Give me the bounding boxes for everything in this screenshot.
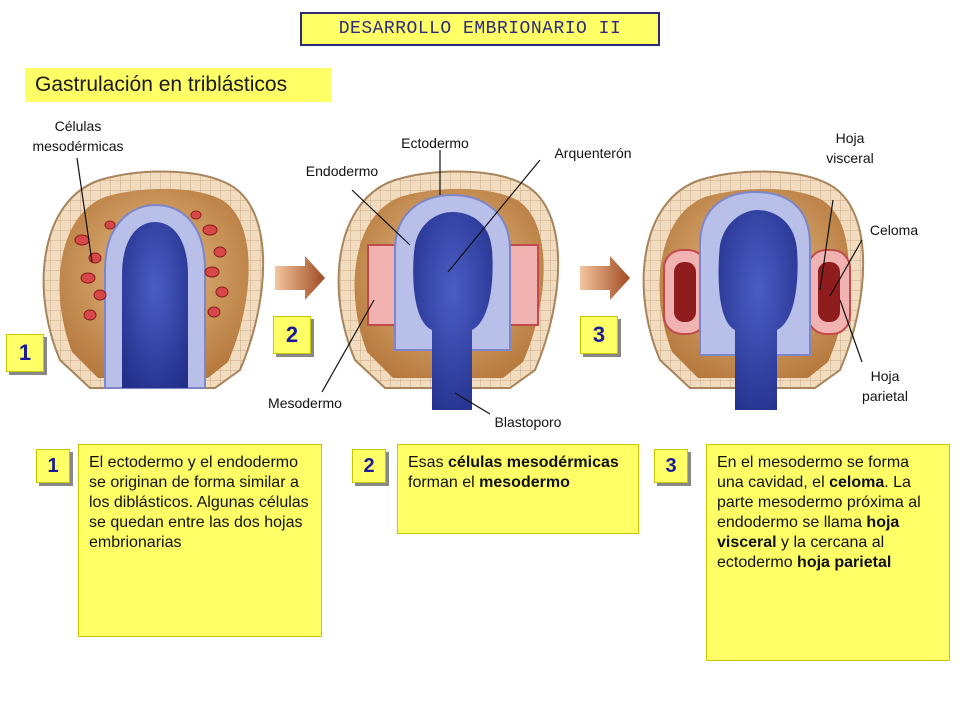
- label-hoja-visceral: Hoja visceral: [800, 128, 900, 168]
- description-box-2: Esas células mesodérmicas forman el meso…: [397, 444, 639, 534]
- text-segment: forman el: [408, 474, 480, 491]
- text-segment-bold: celoma: [829, 474, 885, 491]
- stage-number-2: 2: [273, 316, 311, 354]
- label-arquenteron: Arquenterón: [554, 145, 632, 161]
- label-line: Hoja: [835, 130, 865, 146]
- label-line: parietal: [862, 388, 908, 404]
- mesodermal-cells: [74, 210, 229, 321]
- label-endodermo: Endodermo: [305, 163, 379, 179]
- arrow-icon: [580, 256, 630, 300]
- embryo-stage-2: [321, 150, 560, 415]
- stage-number-3: 3: [580, 316, 618, 354]
- text-segment-bold: hoja parietal: [797, 554, 892, 571]
- description-number-3: 3: [654, 449, 688, 483]
- label-line: mesodérmicas: [32, 138, 124, 154]
- label-ectodermo: Ectodermo: [401, 135, 469, 151]
- text-segment-bold: hoja visceral: [717, 514, 900, 551]
- label-celoma: Celoma: [869, 222, 919, 238]
- text-segment-bold: mesodermo: [479, 474, 570, 491]
- embryo-stage-1: [42, 157, 265, 389]
- label-hoja-parietal: Hoja parietal: [835, 366, 935, 406]
- text-segment: . La parte mesodermo próxima al endoderm…: [717, 474, 921, 531]
- description-number-2: 2: [352, 449, 386, 483]
- text-segment: En el mesodermo se forma una cavidad, el: [717, 454, 910, 491]
- label-blastoporo: Blastoporo: [494, 414, 562, 430]
- embryo-stage-3: [642, 170, 865, 410]
- description-box-3: En el mesodermo se forma una cavidad, el…: [706, 444, 950, 661]
- page-title: DESARROLLO EMBRIONARIO II: [300, 12, 660, 46]
- label-mesodermo: Mesodermo: [268, 395, 342, 411]
- description-box-1: El ectodermo y el endodermo se originan …: [78, 444, 322, 637]
- arrow-icon: [275, 256, 325, 300]
- section-subtitle: Gastrulación en triblásticos: [25, 68, 331, 102]
- text-segment-bold: células mesodérmicas: [448, 454, 619, 471]
- text-segment: Esas: [408, 454, 449, 471]
- label-celulas-mesodermicas: Células mesodérmicas: [28, 116, 128, 156]
- description-number-1: 1: [36, 449, 70, 483]
- text-segment: y la cercana al ectodermo: [717, 534, 885, 571]
- label-line: Células: [54, 118, 102, 134]
- gastrulation-diagram: [42, 150, 865, 415]
- stage-number-1: 1: [6, 334, 44, 372]
- label-line: Hoja: [870, 368, 900, 384]
- label-line: visceral: [826, 150, 874, 166]
